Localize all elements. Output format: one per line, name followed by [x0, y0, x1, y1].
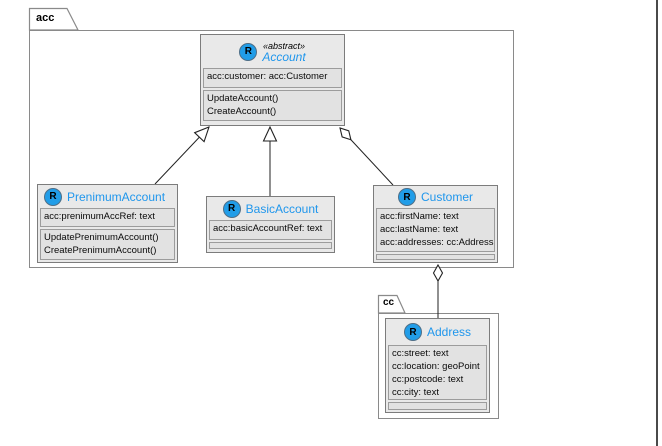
- class-customer[interactable]: R Customer acc:firstName: text acc:lastN…: [373, 185, 498, 263]
- attribute-row: cc:city: text: [392, 387, 439, 398]
- class-basicaccount-header: R BasicAccount: [209, 197, 332, 220]
- method-row: CreatePrenimumAccount(): [44, 245, 157, 256]
- attribute-row: acc:basicAccountRef: text: [213, 223, 323, 234]
- resource-icon: R: [44, 187, 62, 206]
- attribute-row: cc:street: text: [392, 348, 449, 359]
- methods-compartment-empty: [209, 242, 332, 249]
- methods-compartment: UpdatePrenimumAccount() CreatePrenimumAc…: [40, 229, 175, 260]
- attribute-row: acc:lastName: text: [380, 224, 459, 235]
- aggregation-account-customer[interactable]: [340, 128, 394, 186]
- class-account[interactable]: R «abstract» Account acc:customer: acc:C…: [200, 34, 345, 126]
- attribute-row: acc:prenimumAccRef: text: [44, 211, 155, 222]
- attribute-row: acc:firstName: text: [380, 211, 459, 222]
- generalization-prenimumaccount-account[interactable]: [154, 127, 209, 185]
- attribute-row: cc:postcode: text: [392, 374, 464, 385]
- package-cc-label: cc: [383, 297, 395, 308]
- class-prenimumaccount-header: R PrenimumAccount: [40, 185, 175, 208]
- attribute-row: acc:addresses: cc:Address: [380, 237, 494, 248]
- resource-icon: R: [403, 323, 422, 341]
- attributes-compartment: cc:street: text cc:location: geoPoint cc…: [388, 345, 487, 400]
- package-acc-label: acc: [36, 12, 55, 24]
- resource-icon: R: [397, 188, 416, 206]
- class-name: PrenimumAccount: [67, 189, 166, 204]
- class-account-header: R «abstract» Account: [203, 35, 342, 68]
- package-cc-tab[interactable]: [377, 294, 406, 314]
- stereotype-label: «abstract»: [262, 40, 305, 51]
- methods-compartment-empty: [376, 254, 495, 260]
- methods-compartment-empty: [388, 402, 487, 410]
- methods-compartment: UpdateAccount() CreateAccount(): [203, 90, 342, 121]
- method-row: UpdateAccount(): [207, 93, 279, 104]
- class-name: Address: [426, 325, 472, 339]
- class-customer-header: R Customer: [376, 186, 495, 208]
- window-right-edge: [656, 0, 658, 446]
- class-prenimumaccount[interactable]: R PrenimumAccount acc:prenimumAccRef: te…: [37, 184, 178, 263]
- attributes-compartment: acc:basicAccountRef: text: [209, 220, 332, 240]
- class-address[interactable]: R Address cc:street: text cc:location: g…: [385, 318, 490, 413]
- attributes-compartment: acc:prenimumAccRef: text: [40, 208, 175, 227]
- resource-icon: R: [222, 199, 241, 218]
- package-acc-tab[interactable]: [28, 7, 79, 31]
- attributes-compartment: acc:firstName: text acc:lastName: text a…: [376, 208, 495, 252]
- method-row: CreateAccount(): [207, 106, 277, 117]
- class-address-header: R Address: [388, 319, 487, 345]
- method-row: UpdatePrenimumAccount(): [44, 232, 159, 243]
- attribute-row: cc:location: geoPoint: [392, 361, 480, 372]
- resource-icon: R: [239, 42, 258, 61]
- class-name: BasicAccount: [245, 201, 319, 216]
- class-name: Account: [262, 49, 306, 64]
- class-name: Customer: [420, 190, 473, 204]
- class-basicaccount[interactable]: R BasicAccount acc:basicAccountRef: text: [206, 196, 335, 253]
- attributes-compartment: acc:customer: acc:Customer: [203, 68, 342, 88]
- attribute-row: acc:customer: acc:Customer: [207, 71, 328, 82]
